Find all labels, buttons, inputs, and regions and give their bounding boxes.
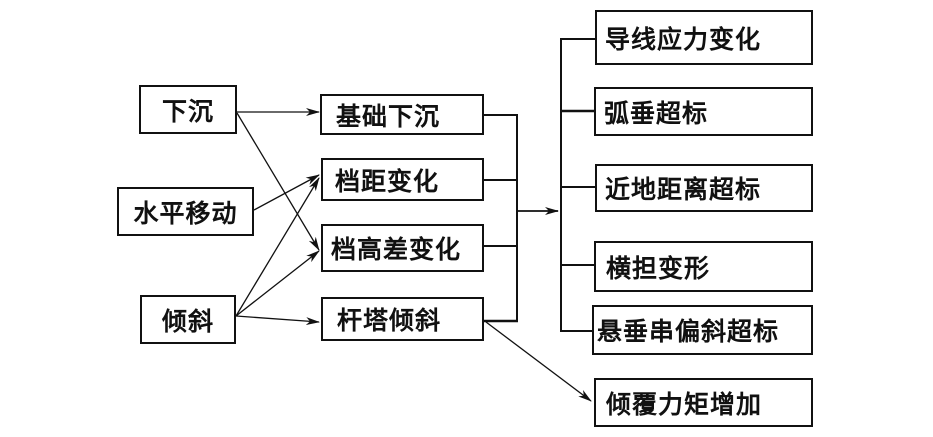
- node-foundation-subsidence: 基础下沉: [320, 94, 484, 135]
- arrow-tilt-to-height-diff-change: [235, 250, 320, 317]
- node-sag-exceed: 弧垂超标: [594, 87, 813, 136]
- arrow-tilt-to-span-change: [235, 177, 320, 317]
- node-overturn-moment-increase: 倾覆力矩增加: [594, 378, 813, 427]
- node-span-change: 档距变化: [321, 158, 484, 201]
- node-height-diff-change: 档高差变化: [321, 224, 484, 272]
- node-crossarm-deform: 横担变形: [594, 241, 813, 292]
- node-subsidence: 下沉: [139, 85, 237, 134]
- arrow-subsidence-to-height-diff-change: [236, 112, 320, 251]
- arrow-tower-tilt-to-overturn-moment: [485, 321, 592, 402]
- node-conductor-stress: 导线应力变化: [595, 10, 813, 65]
- arrow-tilt-to-tower-tilt: [235, 315, 320, 326]
- node-insulator-deflect-exceed: 悬垂串偏斜超标: [592, 305, 813, 355]
- node-horizontal-move: 水平移动: [117, 187, 254, 236]
- node-tilt: 倾斜: [140, 295, 236, 344]
- arrow-horizontal-move-to-span-change: [253, 174, 320, 211]
- node-tower-tilt: 杆塔倾斜: [321, 297, 484, 341]
- node-ground-clearance-exceed: 近地距离超标: [595, 164, 813, 212]
